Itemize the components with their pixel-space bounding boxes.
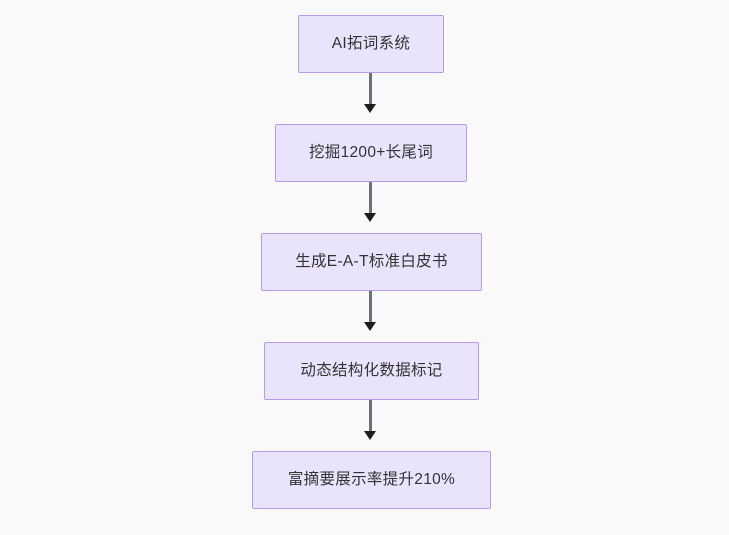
flow-node-rich-snippet-impression-uplift[interactable]: 富摘要展示率提升210%	[252, 451, 491, 509]
flow-node-label: AI拓词系统	[331, 35, 411, 53]
flow-node-generate-eat-whitepaper[interactable]: 生成E-A-T标准白皮书	[261, 233, 482, 291]
flow-connector-line	[369, 291, 372, 323]
flow-arrowhead-icon	[364, 213, 376, 222]
flow-node-label: 动态结构化数据标记	[300, 362, 443, 380]
flow-node-dynamic-structured-data-markup[interactable]: 动态结构化数据标记	[264, 342, 479, 400]
flow-arrowhead-icon	[364, 104, 376, 113]
flow-node-label: 富摘要展示率提升210%	[287, 471, 456, 489]
flow-connector-line	[369, 182, 372, 214]
flow-connector-line	[369, 400, 372, 432]
flow-node-ai-keyword-system[interactable]: AI拓词系统	[298, 15, 444, 73]
flow-node-label: 生成E-A-T标准白皮书	[295, 253, 448, 271]
flow-node-label: 挖掘1200+长尾词	[308, 144, 434, 162]
flow-connector-line	[369, 73, 372, 105]
flow-arrowhead-icon	[364, 431, 376, 440]
flow-arrowhead-icon	[364, 322, 376, 331]
flow-node-mine-longtail-keywords[interactable]: 挖掘1200+长尾词	[275, 124, 467, 182]
